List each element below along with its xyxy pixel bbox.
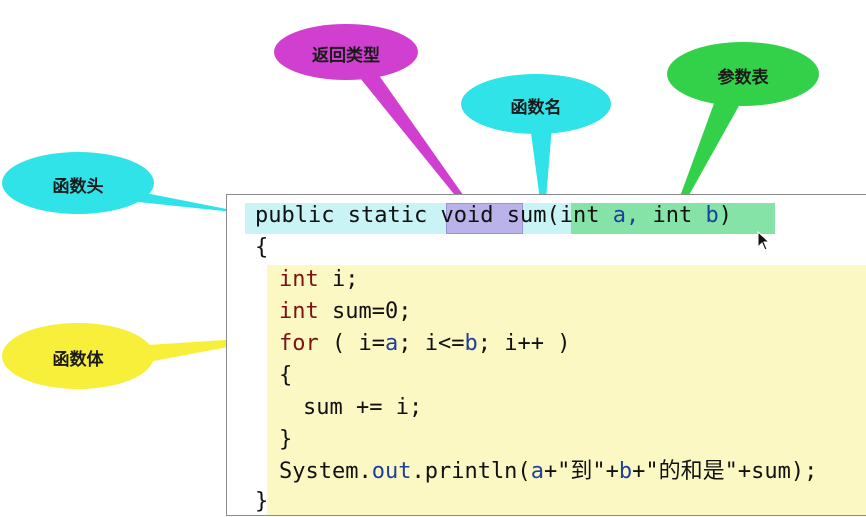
code-panel: public static void sum(int a, int b) { i… — [226, 194, 866, 516]
code-var-b: b — [464, 331, 478, 356]
code-text: i; — [318, 267, 359, 292]
code-line-int-i: int i; — [279, 265, 359, 295]
func-name-bubble — [461, 74, 611, 134]
param-list-pointer — [678, 98, 740, 204]
code-line-int-sum: int sum=0; — [279, 297, 411, 327]
code-open-paren: ( — [546, 203, 560, 228]
param-list-label: 参数表 — [717, 68, 769, 88]
func-name-label: 函数名 — [510, 98, 562, 118]
code-var-a: a — [530, 459, 544, 484]
return-type-bubble — [274, 24, 418, 80]
code-param-b: b — [705, 203, 719, 228]
code-var-a: a — [384, 331, 399, 356]
code-param-a: a, — [612, 203, 640, 228]
mouse-cursor-icon — [757, 231, 771, 251]
code-inner-close-brace: } — [279, 427, 293, 452]
code-open-brace: { — [255, 235, 269, 260]
code-text: ; i<= — [398, 331, 465, 356]
code-text: ( i= — [318, 331, 385, 356]
code-text: .println( — [411, 459, 531, 484]
code-line-for: for ( i=a; i<=b; i++ ) — [279, 329, 570, 359]
code-line-println: System.out.println(a+"到"+b+"的和是"+sum); — [279, 457, 817, 487]
func-body-bubble — [2, 323, 154, 389]
code-int-a: int — [559, 203, 600, 228]
code-kw-for: for — [279, 331, 319, 356]
code-close-paren: ) — [718, 203, 732, 228]
code-line-sum: sum += i; — [303, 395, 423, 420]
body-highlight — [267, 265, 866, 515]
callout-graphics — [2, 24, 819, 389]
func-head-label: 函数头 — [52, 177, 104, 197]
param-highlight — [571, 203, 775, 234]
return-type-label: 返回类型 — [312, 46, 380, 66]
param-list-bubble — [667, 42, 819, 106]
code-text: +"的和是"+sum); — [632, 459, 818, 484]
func-head-bubble — [2, 152, 154, 214]
code-text: sum=0; — [318, 299, 412, 324]
code-static: static — [347, 203, 428, 228]
code-kw-int: int — [279, 267, 319, 292]
code-int-b: int — [652, 203, 693, 228]
code-out: out — [371, 459, 412, 484]
func-head-pointer — [130, 190, 252, 214]
func-name-pointer — [530, 126, 552, 200]
void-highlight — [446, 203, 523, 234]
code-kw-int: int — [279, 299, 319, 324]
code-void: void — [440, 203, 494, 228]
return-type-pointer — [360, 74, 468, 204]
code-text: System. — [279, 459, 372, 484]
code-text: ; i++ ) — [477, 331, 571, 356]
func-body-label: 函数体 — [52, 350, 104, 370]
code-func-name: sum — [506, 203, 547, 228]
code-text: +"到"+ — [543, 459, 619, 484]
code-close-brace: } — [255, 489, 269, 514]
code-var-b: b — [618, 459, 633, 484]
code-public: public — [255, 203, 335, 228]
code-line-head: public static void sum(int a, int b) — [255, 201, 732, 231]
code-inner-open-brace: { — [279, 363, 293, 388]
